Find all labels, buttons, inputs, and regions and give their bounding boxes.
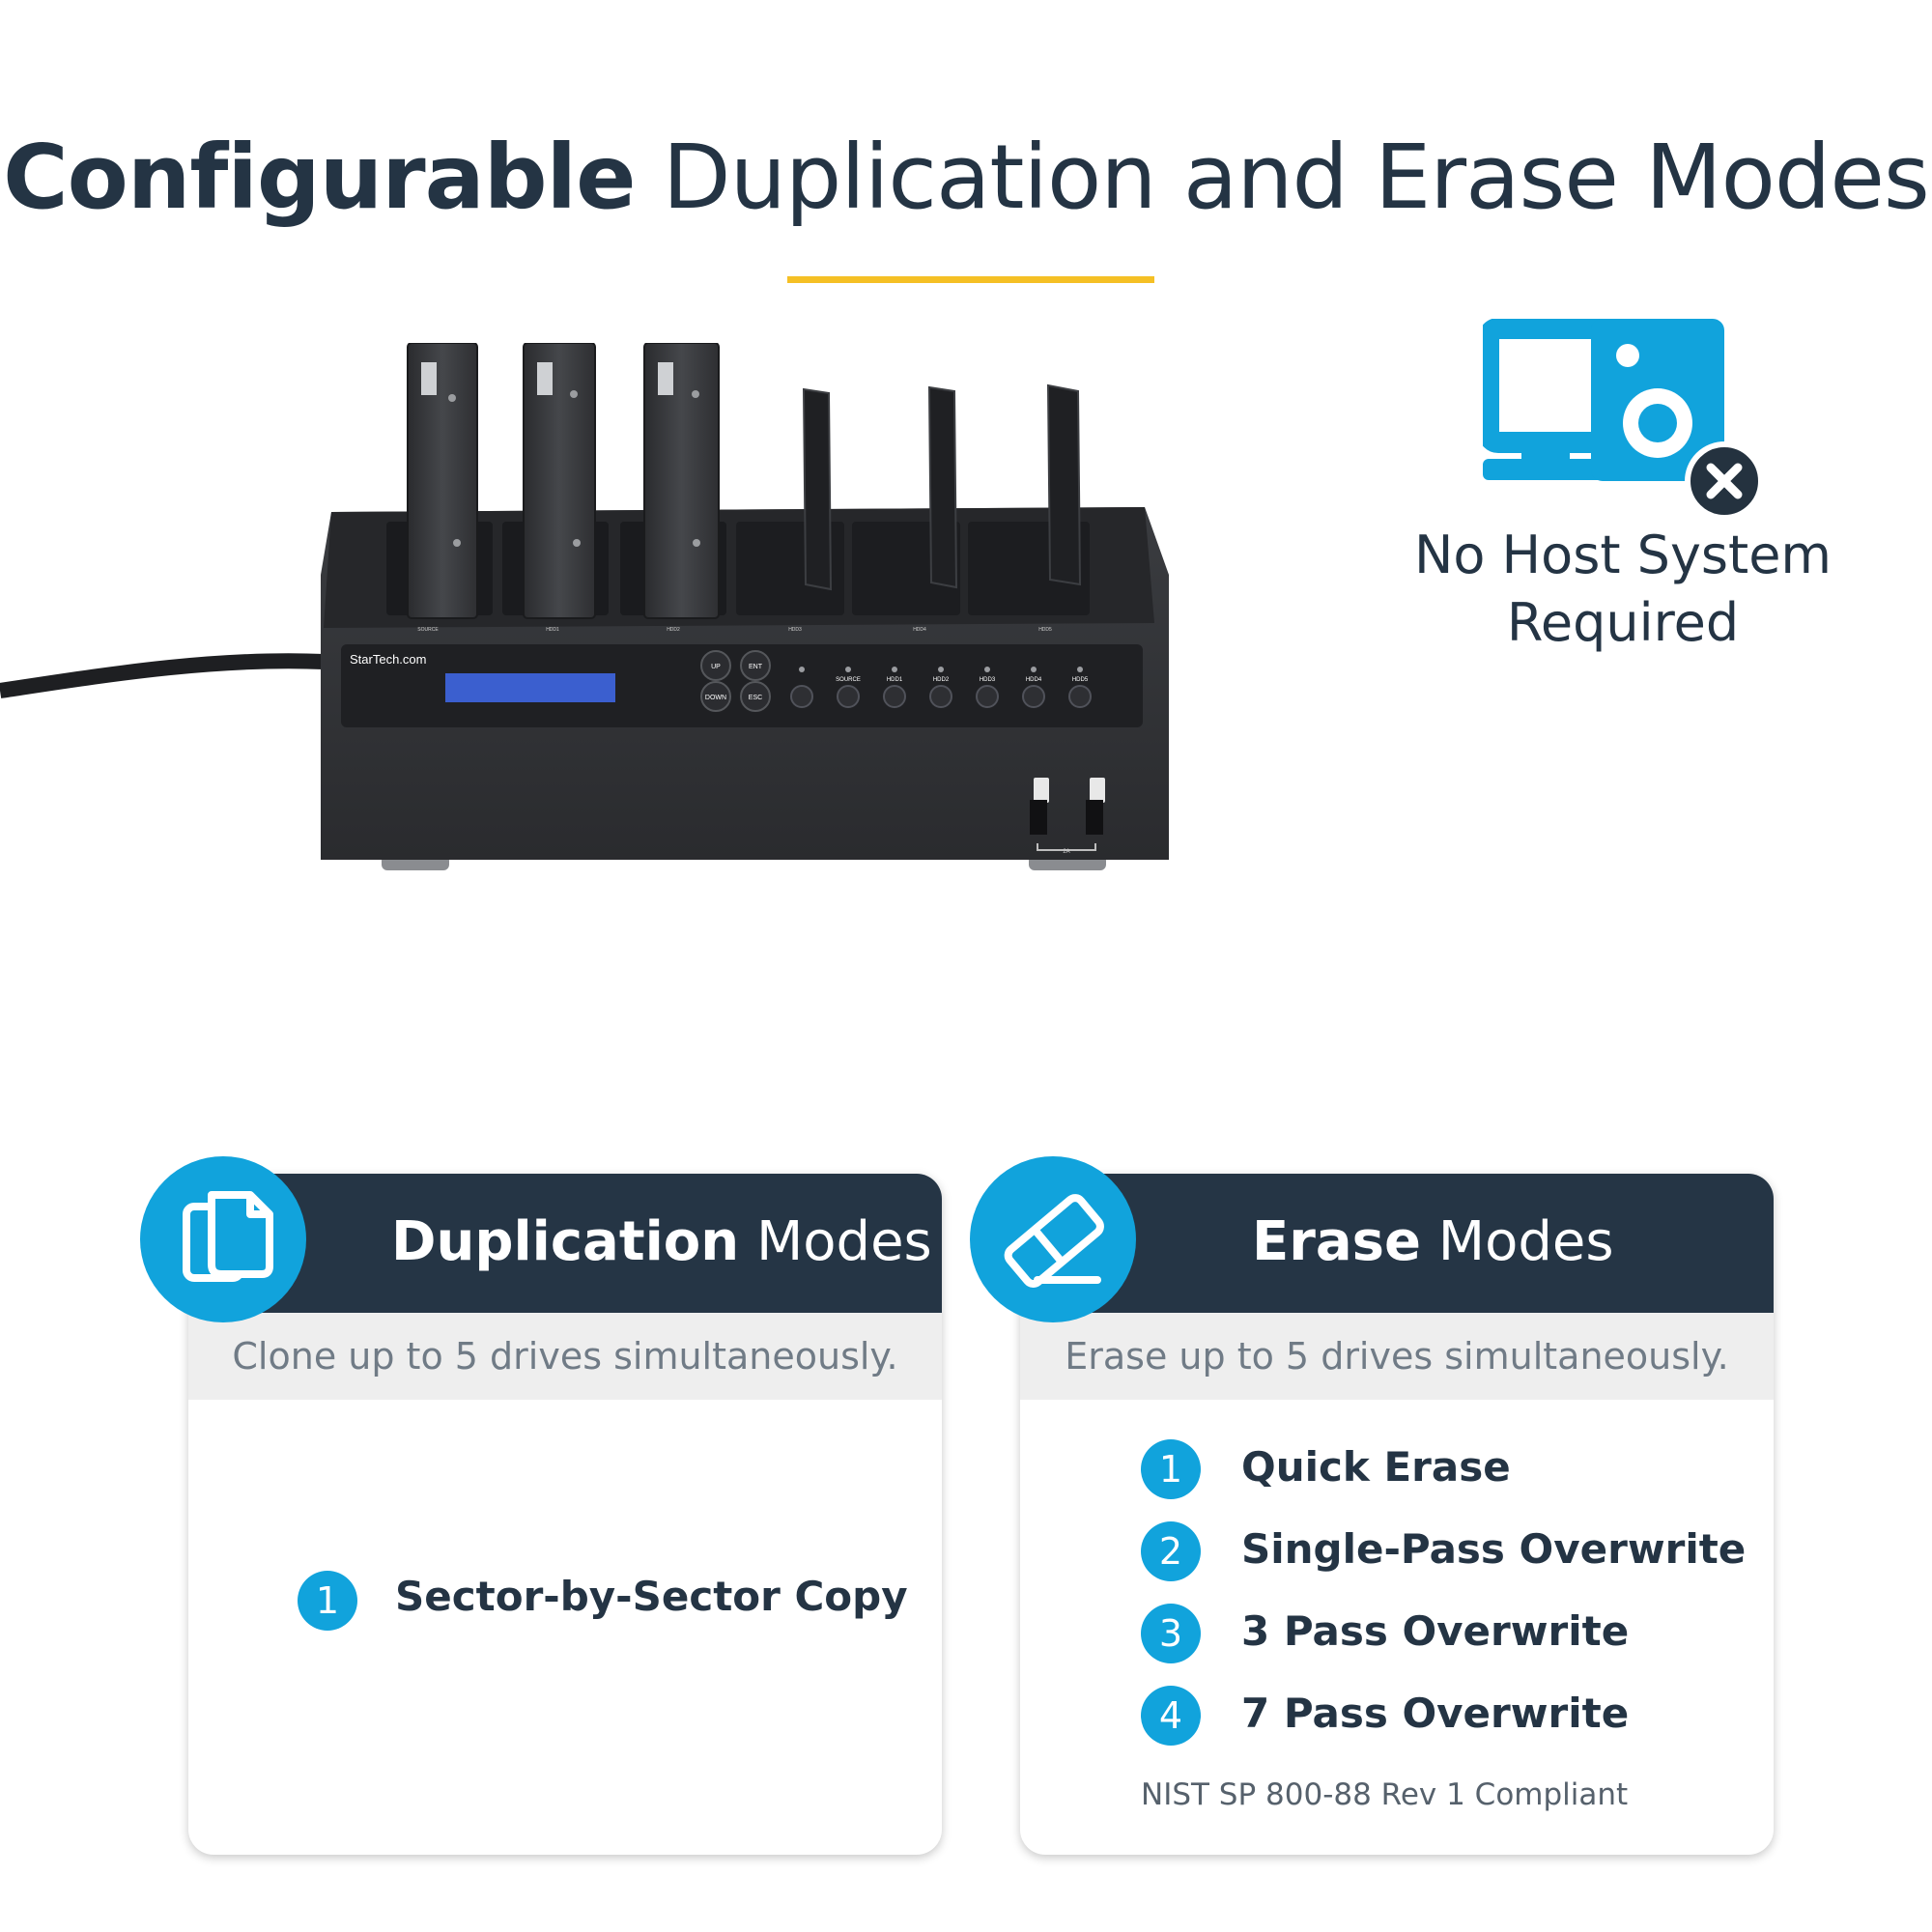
erase-item-label: 3 Pass Overwrite: [1241, 1607, 1630, 1655]
ssd-drives: [802, 384, 1082, 591]
erase-item-number: 3: [1141, 1604, 1201, 1663]
svg-text:SOURCE: SOURCE: [417, 627, 439, 633]
duplication-item-number: 1: [298, 1571, 357, 1631]
erase-item-label: Single-Pass Overwrite: [1241, 1525, 1747, 1573]
erase-item-number: 1: [1141, 1439, 1201, 1499]
port-label-hdd1: HDD1: [887, 677, 903, 683]
svg-text:HDD2: HDD2: [667, 627, 680, 633]
headline-light: Duplication and Erase Modes: [662, 126, 1930, 229]
no-host-system-text: No Host System Required: [1410, 522, 1835, 657]
power-cable: [0, 653, 325, 698]
hdd-drives: [407, 343, 720, 619]
erase-subtitle: Erase up to 5 drives simultaneously.: [1020, 1313, 1774, 1400]
svg-text:HDD4: HDD4: [913, 627, 926, 633]
erase-card-title: Erase Modes: [1252, 1210, 1614, 1273]
duplication-item-label: Sector-by-Sector Copy: [395, 1573, 908, 1620]
duplication-card-header: Duplication Modes: [188, 1174, 942, 1313]
erase-modes-card: Erase Modes Erase up to 5 drives simulta…: [1020, 1174, 1774, 1855]
erase-card-header: Erase Modes: [1020, 1174, 1774, 1313]
port-label-hdd5: HDD5: [1072, 677, 1089, 683]
host-text-line-2: Required: [1506, 592, 1740, 653]
headline-underline: [787, 276, 1154, 283]
eraser-icon: [970, 1156, 1136, 1322]
duplication-card-title: Duplication Modes: [391, 1210, 932, 1273]
svg-text:HDD5: HDD5: [1038, 627, 1052, 633]
lcd-display: [445, 673, 615, 702]
page-headline: Configurable Duplication and Erase Modes: [0, 126, 1932, 229]
svg-text:HDD3: HDD3: [788, 627, 802, 633]
svg-text:HDD1: HDD1: [546, 627, 559, 633]
keypad: UP ENT DOWN ESC: [700, 650, 771, 712]
port-label-hdd4: HDD4: [1026, 677, 1042, 683]
duplication-subtitle: Clone up to 5 drives simultaneously.: [188, 1313, 942, 1400]
drive-duplicator-device: StarTech.com UP ENT DOWN ESC SOURCE HDD1…: [0, 343, 1169, 870]
erase-item-number: 2: [1141, 1521, 1201, 1581]
port-label-hdd3: HDD3: [980, 677, 996, 683]
duplication-modes-card: Duplication Modes Clone up to 5 drives s…: [188, 1174, 942, 1855]
key-ent: ENT: [749, 664, 763, 670]
erase-item-label: 7 Pass Overwrite: [1241, 1690, 1630, 1737]
erase-item-label: Quick Erase: [1241, 1443, 1511, 1491]
bay-labels: SOURCE HDD1 HDD2 HDD3 HDD4 HDD5: [417, 627, 1052, 633]
headline-bold: Configurable: [3, 126, 636, 229]
port-buttons: SOURCE HDD1 HDD2 HDD3 HDD4 HDD5: [790, 667, 1092, 708]
computer-drive-no-icon: [1483, 319, 1764, 521]
key-up: UP: [711, 664, 721, 670]
usb-charge-ports: 2A: [1030, 778, 1105, 855]
erase-item-number: 4: [1141, 1686, 1201, 1746]
port-label-source: SOURCE: [836, 677, 861, 683]
brand-logo: StarTech.com: [350, 652, 426, 667]
host-text-line-1: No Host System: [1413, 525, 1833, 585]
port-label-hdd2: HDD2: [933, 677, 950, 683]
usb-amperage: 2A: [1063, 849, 1069, 855]
copy-documents-icon: [140, 1156, 306, 1322]
key-down: DOWN: [705, 695, 726, 701]
nist-compliance-note: NIST SP 800-88 Rev 1 Compliant: [1141, 1777, 1629, 1812]
key-esc: ESC: [749, 695, 762, 701]
